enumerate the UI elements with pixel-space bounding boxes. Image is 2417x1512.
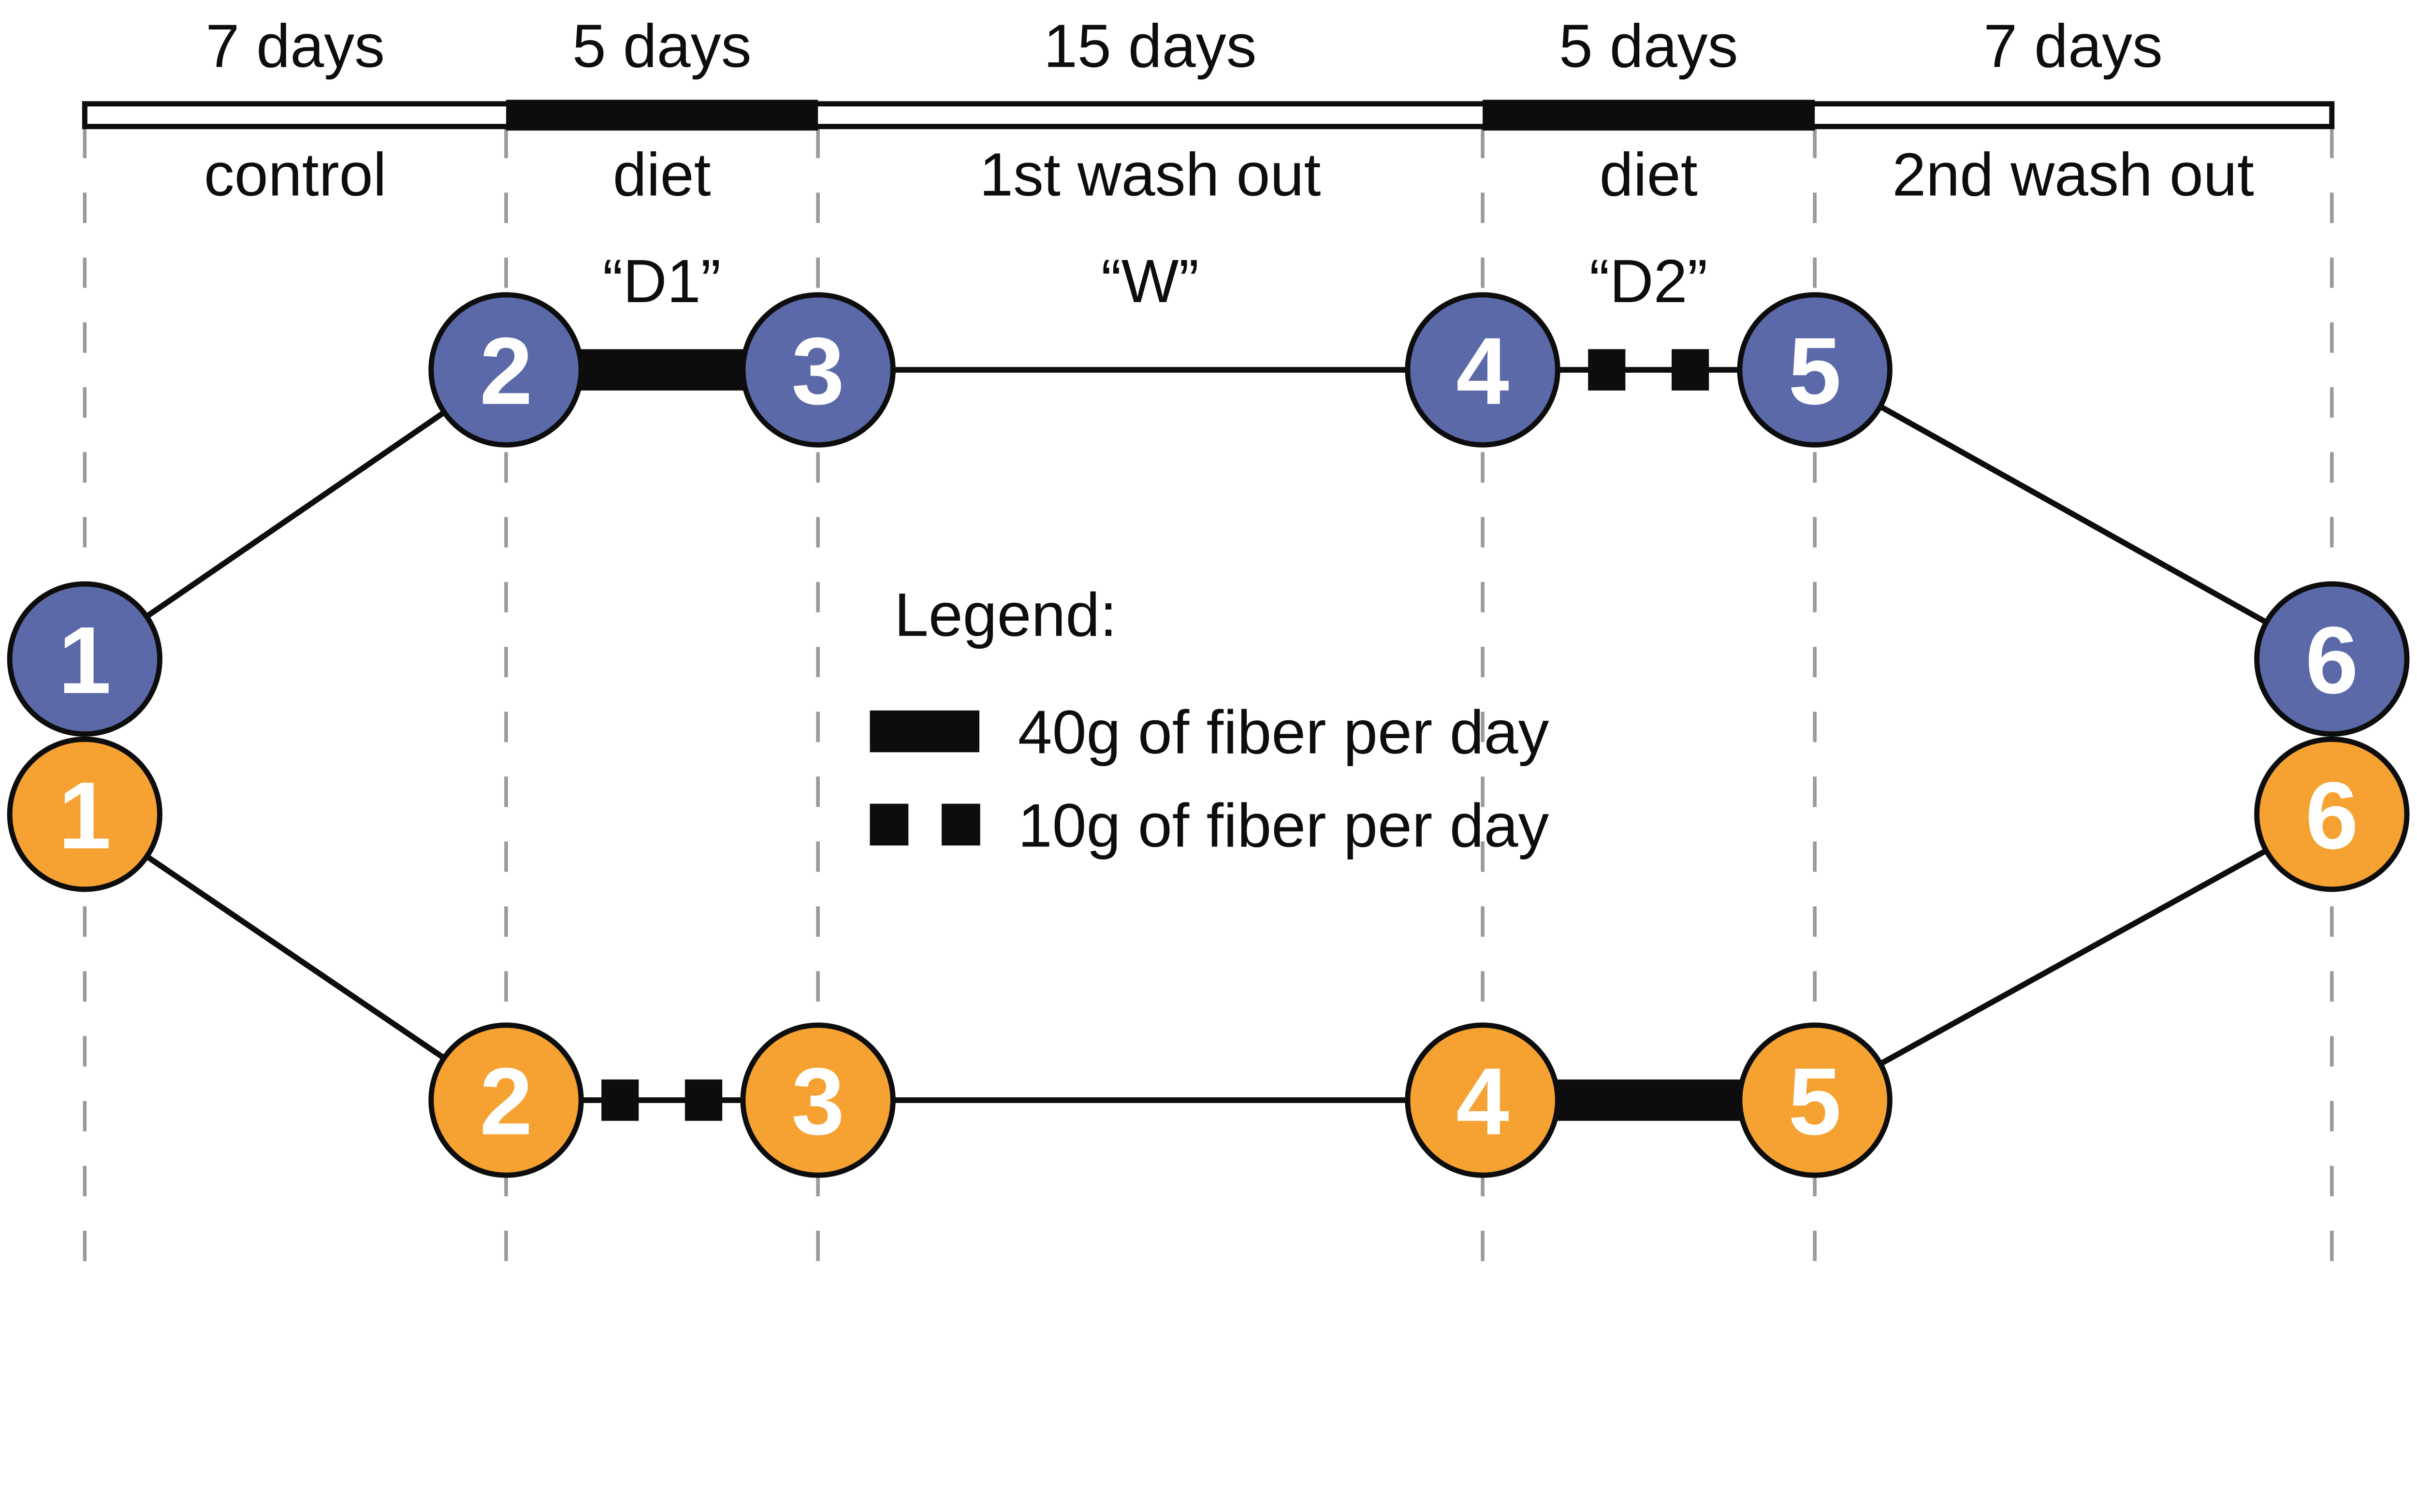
legend-40g-swatch bbox=[870, 710, 980, 753]
top-node-4-circle bbox=[1405, 292, 1560, 448]
bottom-connector-1-2 bbox=[83, 812, 508, 1103]
code-label-d2: “D2” bbox=[1589, 247, 1708, 315]
bottom-10g-square-b bbox=[684, 1079, 723, 1121]
timeline-bar-outline bbox=[82, 101, 2335, 130]
crossover-study-svg: 1 2 3 4 5 6 1 2 3 4 5 6 7 days 5 days 15… bbox=[7, 12, 2410, 1269]
timeline-diet2-segment bbox=[1483, 100, 1815, 131]
bottom-node-5-circle bbox=[1737, 1022, 1893, 1178]
bottom-10g-square-a bbox=[601, 1079, 639, 1121]
bottom-node-2-label: 2 bbox=[480, 1048, 533, 1154]
top-node-3-label: 3 bbox=[791, 318, 844, 424]
bottom-arm-connectors bbox=[83, 812, 2333, 1121]
duration-label-washout1: 15 days bbox=[1044, 12, 1257, 80]
legend-10g-swatch-b bbox=[941, 803, 980, 846]
bottom-node-3-circle bbox=[740, 1022, 896, 1178]
bottom-node-6-label: 6 bbox=[2305, 762, 2359, 869]
legend-title: Legend: bbox=[894, 581, 1117, 649]
code-label-d1: “D1” bbox=[603, 247, 721, 315]
bottom-node-4-label: 4 bbox=[1456, 1048, 1509, 1154]
legend: Legend: 40g of fiber per day 10g of fibe… bbox=[870, 581, 1549, 860]
phase-label-diet2: diet bbox=[1600, 140, 1698, 208]
timeline-diet1-segment bbox=[506, 100, 818, 131]
duration-labels: 7 days 5 days 15 days 5 days 7 days bbox=[205, 12, 2163, 80]
duration-label-diet1: 5 days bbox=[572, 12, 752, 80]
bottom-connector-5-6 bbox=[1813, 812, 2333, 1103]
bottom-node-3-label: 3 bbox=[791, 1048, 844, 1154]
top-node-2-circle bbox=[428, 292, 584, 448]
top-node-1-label: 1 bbox=[58, 607, 112, 713]
timeline-bar bbox=[82, 100, 2335, 131]
top-node-4-label: 4 bbox=[1456, 318, 1509, 424]
top-node-5-label: 5 bbox=[1788, 318, 1841, 424]
bottom-node-6-circle bbox=[2254, 736, 2410, 892]
top-10g-square-b bbox=[1672, 349, 1709, 391]
phase-label-diet1: diet bbox=[613, 140, 711, 208]
top-node-5-circle bbox=[1737, 292, 1893, 448]
code-label-w: “W” bbox=[1101, 247, 1199, 315]
top-arm-nodes: 1 2 3 4 5 6 bbox=[7, 292, 2410, 737]
legend-10g-label: 10g of fiber per day bbox=[1018, 792, 1549, 860]
top-node-3-circle bbox=[740, 292, 896, 448]
phase-label-control: control bbox=[204, 140, 387, 208]
legend-10g-swatch-a bbox=[870, 803, 909, 846]
top-arm-connectors bbox=[83, 349, 2333, 662]
top-connector-1-2 bbox=[83, 367, 508, 662]
duration-label-washout2: 7 days bbox=[1983, 12, 2163, 80]
bottom-node-5-label: 5 bbox=[1788, 1048, 1841, 1154]
phase-label-washout2: 2nd wash out bbox=[1892, 140, 2254, 208]
legend-40g-label: 40g of fiber per day bbox=[1018, 698, 1549, 767]
top-node-6-label: 6 bbox=[2305, 607, 2359, 713]
bottom-arm-nodes: 1 2 3 4 5 6 bbox=[7, 736, 2410, 1178]
duration-label-control: 7 days bbox=[205, 12, 385, 80]
top-node-2-label: 2 bbox=[480, 318, 533, 424]
duration-label-diet2: 5 days bbox=[1559, 12, 1738, 80]
bottom-node-1-label: 1 bbox=[58, 762, 112, 869]
phase-code-labels: “D1” “W” “D2” bbox=[603, 247, 1708, 315]
bottom-node-1-circle bbox=[7, 736, 162, 892]
bottom-node-4-circle bbox=[1405, 1022, 1560, 1178]
top-10g-square-a bbox=[1588, 349, 1626, 391]
phase-name-labels: control diet 1st wash out diet 2nd wash … bbox=[204, 140, 2254, 208]
top-connector-5-6 bbox=[1813, 367, 2333, 662]
top-node-1-circle bbox=[7, 581, 162, 737]
top-node-6-circle bbox=[2254, 581, 2410, 737]
bottom-node-2-circle bbox=[428, 1022, 584, 1178]
study-design-diagram: 1 2 3 4 5 6 1 2 3 4 5 6 7 days 5 days 15… bbox=[7, 12, 2410, 1269]
phase-label-washout1: 1st wash out bbox=[979, 140, 1321, 208]
